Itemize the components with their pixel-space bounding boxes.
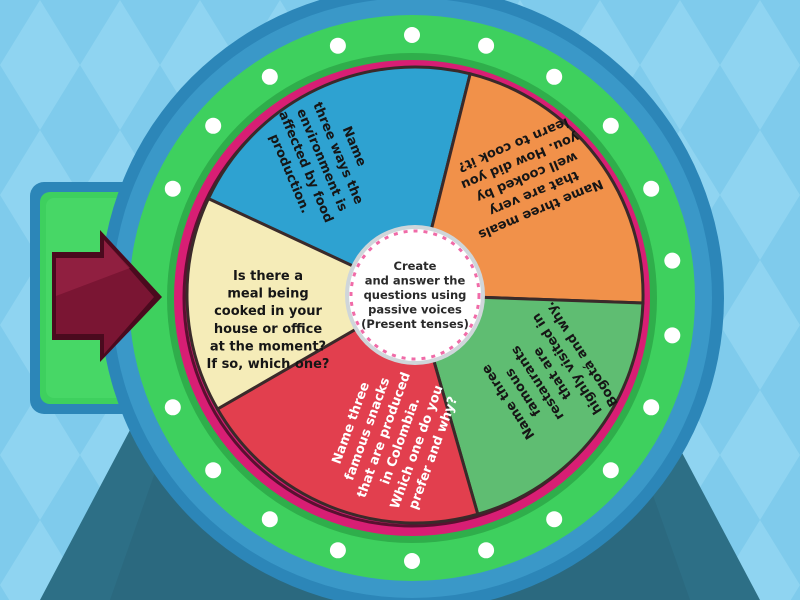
rim-bulb (664, 327, 681, 344)
rim-bulbs (164, 27, 681, 569)
center-instruction-line: and answer the (365, 274, 466, 288)
rim-bulb (478, 542, 495, 559)
spin-wheel[interactable]: Namethree ways theenvironment isaffected… (185, 65, 645, 525)
wheel-segment-text-line: at the moment? (210, 339, 326, 354)
wheel-segment[interactable]: Name three mealsthat are verywell cooked… (413, 71, 645, 305)
rim-bulb (164, 180, 181, 197)
rim-bulb (546, 68, 563, 85)
wheel-segment[interactable]: Is there a meal being cooked in your house … (185, 196, 419, 412)
center-instruction-line: passive voices (368, 303, 462, 317)
rim-bulb (261, 511, 278, 528)
rim-bulb (205, 117, 222, 134)
wheel-segment-slice (413, 71, 645, 305)
rim-bulb (164, 399, 181, 416)
rim-bulb (478, 37, 495, 54)
rim-bulb (404, 27, 420, 43)
center-instruction-line: (Present tenses) (361, 317, 469, 331)
wheel-segment-slice (185, 196, 419, 412)
wheel-segment-text: Is there a meal being cooked in your house … (207, 269, 330, 372)
wheel-segment[interactable]: Name threefamousrestaurantsthat arehighl… (412, 293, 645, 517)
wheel-segment-text: Name three mealsthat are verywell cooked… (448, 111, 605, 242)
wheel-segment-text-line: house or office (214, 322, 323, 337)
rim-bulb (404, 553, 420, 569)
center-instruction-line: questions using (364, 288, 467, 302)
rim-bulb (602, 117, 619, 134)
rim-bulb (546, 511, 563, 528)
wheel-segment-text-line: cooked in your (214, 304, 322, 319)
pointer-arrow-icon (52, 230, 162, 362)
rim-bulb (261, 68, 278, 85)
center-instruction-line: Create (394, 259, 437, 273)
rim-bulb (329, 542, 346, 559)
rim-bulb (643, 180, 660, 197)
wheel-segment-slice (412, 293, 645, 517)
rim-bulb (329, 37, 346, 54)
rim-bulb (602, 462, 619, 479)
wheel-segment-text-line: If so, which one? (207, 357, 330, 372)
wheel-segment-text-line: meal being (227, 287, 308, 302)
wheel-segment-text-line: Is there a (233, 269, 303, 284)
rim-bulb (664, 252, 681, 269)
rim-bulb (643, 399, 660, 416)
rim-bulb (205, 462, 222, 479)
